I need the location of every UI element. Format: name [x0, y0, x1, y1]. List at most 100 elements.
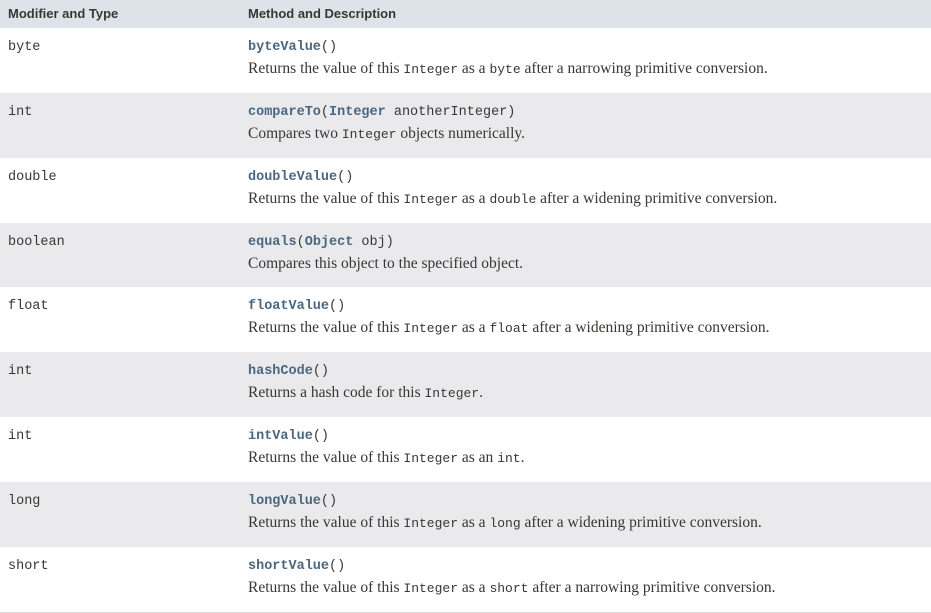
method-name-link[interactable]: hashCode — [248, 364, 313, 379]
method-name-link[interactable]: equals — [248, 235, 297, 250]
method-signature: shortValue() — [248, 558, 927, 576]
cell-method-and-description: byteValue() Returns the value of this Int… — [238, 28, 931, 93]
paren-close: ) — [385, 235, 394, 250]
method-signature: equals(Object obj) — [248, 234, 927, 252]
description-text-pre: Returns the value of this — [248, 60, 404, 77]
description-text-pre: Compares this object to the specified ob… — [248, 255, 524, 272]
description-text-post: after a narrowing primitive conversion. — [520, 60, 768, 77]
description-code-type: Integer — [403, 451, 459, 466]
paren-open: ( — [320, 40, 330, 55]
method-signature: floatValue() — [248, 298, 927, 316]
description-code-prim: byte — [489, 62, 521, 77]
description-code-type: Integer — [403, 62, 459, 77]
description-text-post: after a widening primitive conversion. — [536, 190, 778, 207]
paren-close: ) — [329, 40, 338, 55]
method-description: Returns the value of this Integer as a l… — [248, 513, 927, 534]
table-row: int hashCode() Returns a hash code for thi… — [0, 352, 931, 417]
description-code-prim: long — [489, 516, 521, 531]
table-header: Modifier and Type Method and Description — [0, 0, 931, 28]
description-text-post: after a widening primitive conversion. — [528, 319, 770, 336]
description-code-prim: float — [489, 321, 529, 336]
description-text-pre: Compares two — [248, 125, 342, 142]
parameter-type-link[interactable]: Object — [304, 235, 354, 250]
description-code-type: Integer — [341, 127, 397, 142]
description-text-post: after a widening primitive conversion. — [520, 514, 762, 531]
cell-modifier-and-type: byte — [0, 28, 238, 93]
cell-method-and-description: shortValue() Returns the value of this In… — [238, 547, 931, 612]
paren-close: ) — [329, 494, 338, 509]
cell-method-and-description: floatValue() Returns the value of this In… — [238, 287, 931, 352]
paren-close: ) — [345, 170, 354, 185]
method-name-link[interactable]: doubleValue — [248, 170, 338, 185]
method-name-link[interactable]: floatValue — [248, 299, 330, 314]
paren-open: ( — [320, 494, 330, 509]
parameter-name: obj — [353, 235, 386, 250]
paren-close: ) — [337, 299, 346, 314]
method-name-link[interactable]: byteValue — [248, 40, 321, 55]
method-description: Returns the value of this Integer as a d… — [248, 189, 927, 210]
paren-open: ( — [320, 105, 330, 120]
parameter-type-link[interactable]: Integer — [329, 105, 386, 120]
column-header-method-and-description: Method and Description — [238, 0, 931, 28]
method-description: Returns the value of this Integer as a f… — [248, 318, 927, 339]
method-description: Compares this object to the specified ob… — [248, 254, 927, 274]
description-text-mid: as a — [458, 60, 490, 77]
description-text-pre: Returns a hash code for this — [248, 384, 425, 401]
paren-open: ( — [296, 235, 305, 250]
cell-modifier-and-type: float — [0, 287, 238, 352]
method-description: Compares two Integer objects numerically… — [248, 124, 927, 145]
table-row: double doubleValue() Returns the value of … — [0, 158, 931, 223]
cell-method-and-description: compareTo(Integer anotherInteger)Compare… — [238, 93, 931, 158]
method-description: Returns the value of this Integer as a s… — [248, 578, 927, 599]
paren-open: ( — [312, 364, 321, 379]
method-name-link[interactable]: intValue — [248, 429, 313, 444]
table-row: byte byteValue() Returns the value of this… — [0, 28, 931, 93]
paren-open: ( — [329, 299, 338, 314]
method-name-link[interactable]: compareTo — [248, 105, 321, 120]
cell-modifier-and-type: boolean — [0, 223, 238, 287]
description-text-pre: Returns the value of this — [248, 319, 404, 336]
paren-close: ) — [507, 105, 516, 120]
method-description: Returns a hash code for this Integer. — [248, 383, 927, 404]
table-header-row: Modifier and Type Method and Description — [0, 0, 931, 28]
method-signature: hashCode() — [248, 363, 927, 381]
method-name-link[interactable]: longValue — [248, 494, 321, 509]
method-signature: byteValue() — [248, 39, 927, 57]
parameter-name: anotherInteger — [385, 105, 508, 120]
description-text-mid: as a — [458, 190, 490, 207]
paren-close: ) — [320, 364, 330, 379]
description-text-mid: as a — [458, 319, 490, 336]
table-row: boolean equals(Object obj) Compares this o… — [0, 223, 931, 287]
table-row: short shortValue() Returns the value of th… — [0, 547, 931, 612]
description-text-post: after a narrowing primitive conversion. — [528, 579, 776, 596]
description-code-type: Integer — [403, 192, 459, 207]
cell-modifier-and-type: int — [0, 352, 238, 417]
description-code-prim: int — [497, 451, 521, 466]
method-name-link[interactable]: shortValue — [248, 559, 330, 574]
description-code-type: Integer — [403, 321, 459, 336]
method-description: Returns the value of this Integer as an … — [248, 448, 927, 469]
description-code-prim: double — [489, 192, 537, 207]
paren-close: ) — [320, 429, 330, 444]
description-code-type: Integer — [403, 516, 459, 531]
description-text-pre: Returns the value of this — [248, 514, 404, 531]
cell-modifier-and-type: double — [0, 158, 238, 223]
description-text-mid: . — [479, 384, 483, 401]
description-text-mid: as a — [458, 579, 490, 596]
method-signature: doubleValue() — [248, 169, 927, 187]
table-row: int intValue() Returns the value of this I… — [0, 417, 931, 482]
description-text-pre: Returns the value of this — [248, 449, 404, 466]
cell-method-and-description: doubleValue() Returns the value of this I… — [238, 158, 931, 223]
description-code-type: Integer — [424, 386, 480, 401]
method-description: Returns the value of this Integer as a b… — [248, 59, 927, 80]
paren-open: ( — [337, 170, 346, 185]
description-text-mid: as a — [458, 514, 490, 531]
description-code-prim: short — [489, 581, 529, 596]
paren-open: ( — [312, 429, 321, 444]
description-text-post: . — [520, 449, 525, 466]
paren-open: ( — [329, 559, 338, 574]
method-signature: compareTo(Integer anotherInteger) — [248, 104, 927, 122]
cell-method-and-description: hashCode() Returns a hash code for this I… — [238, 352, 931, 417]
description-text-pre: Returns the value of this — [248, 190, 404, 207]
